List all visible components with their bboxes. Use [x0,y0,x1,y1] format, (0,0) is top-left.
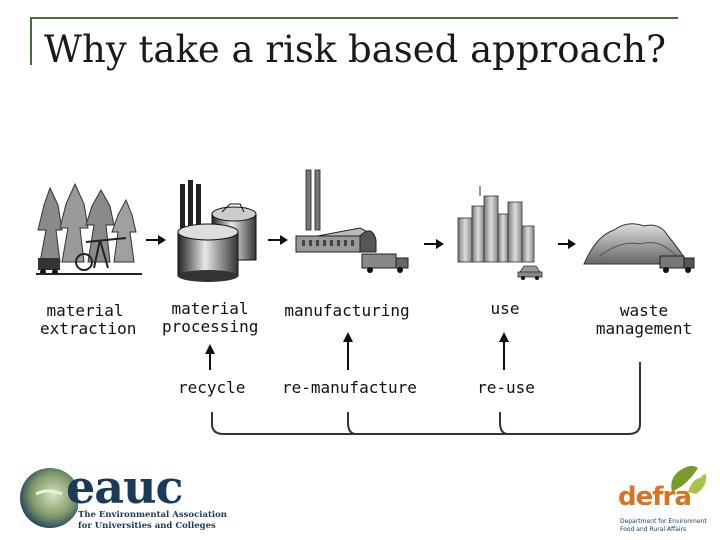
defra-leaf-icon [671,466,707,497]
eauc-wordmark: eauc [66,460,184,514]
defra-logo: defra Department for Environment Food an… [606,462,716,538]
stage-label-manufacturing: manufacturing [284,301,410,320]
loop-label-recycle: recycle [178,378,246,397]
flow-arrow-1 [146,235,166,245]
loop-label-reuse: re-use [477,378,535,397]
processing-plant-icon [177,180,257,282]
loop-label-remanufacture: re-manufacture [282,378,417,397]
forest-mine-icon [36,182,142,275]
defra-wordmark: defra [618,482,692,512]
up-arrow-recycle [205,344,215,370]
title-frame-top [30,17,678,19]
stage-label-waste-management: waste management [595,301,693,338]
title-frame-left [30,17,32,65]
stage-label-use: use [490,299,520,318]
up-arrow-reuse [499,332,509,370]
eauc-tagline-1: The Environmental Association [78,510,227,520]
slide-title: Why take a risk based approach? [44,28,666,71]
defra-tagline-2: Food and Rural Affairs [620,526,687,533]
landfill-icon [583,223,695,273]
feedback-loop-line [211,362,641,435]
eauc-tagline-2: for Universities and Colleges [78,521,216,531]
factory-icon [295,169,409,273]
flow-arrow-4 [558,239,576,249]
city-icon [457,186,543,280]
stage-label-material-processing: material processing [162,299,259,336]
flow-arrow-2 [268,235,288,245]
stage-label-material-extraction: material extraction [40,301,137,338]
eauc-globe-icon [20,468,78,528]
eauc-logo: eauc The Environmental Association for U… [18,460,238,536]
flow-arrow-3 [424,239,444,249]
defra-tagline-1: Department for Environment [620,518,707,525]
up-arrow-remanufacture [343,332,353,370]
